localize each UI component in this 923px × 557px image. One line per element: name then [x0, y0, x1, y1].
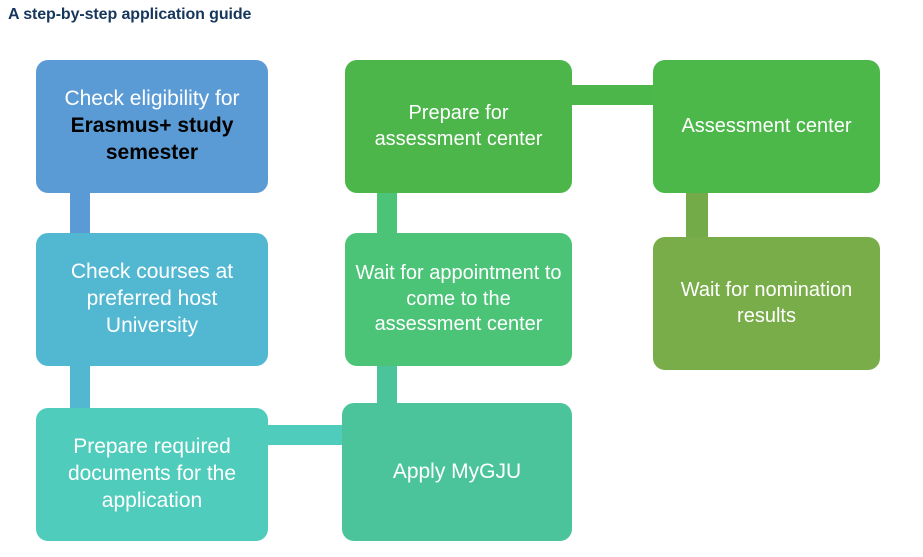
flow-node-label: Wait for appointment to come to the asse…	[355, 262, 562, 336]
flow-node-label: Apply MyGJU	[392, 459, 522, 483]
flow-node-apply-mygju[interactable]: Apply MyGJU	[342, 403, 572, 541]
connector-apply-mygju-to-wait-appointment	[377, 366, 397, 404]
flow-node-wait-appointment[interactable]: Wait for appointment to come to the asse…	[345, 233, 572, 366]
connector-prepare-to-assessment-center	[572, 85, 654, 105]
connector-documents-to-apply-mygju	[268, 425, 344, 445]
flow-node-label-line-2: Erasmus+ study	[70, 114, 234, 138]
flow-node-label: Prepare required documents for the appli…	[67, 435, 237, 512]
flow-node-label-line-1: Check eligibility for	[64, 87, 240, 111]
flow-node-label-line-3: semester	[105, 140, 199, 164]
page-title: A step-by-step application guide	[8, 6, 252, 23]
flow-node-label: Check courses at preferred host Universi…	[70, 260, 234, 337]
connector-wait-appointment-to-prepare	[377, 193, 397, 233]
connector-courses-to-documents	[70, 366, 90, 408]
flow-node-label: Assessment center	[681, 114, 852, 137]
flow-node-check-courses[interactable]: Check courses at preferred host Universi…	[36, 233, 268, 366]
flow-node-assessment-center[interactable]: Assessment center	[653, 60, 880, 193]
flow-node-label: Prepare for assessment center	[374, 101, 543, 150]
connector-eligibility-to-courses	[70, 193, 90, 233]
flow-node-prepare-assessment-center[interactable]: Prepare for assessment center	[345, 60, 572, 193]
flow-node-label: Wait for nomination results	[680, 278, 853, 327]
flow-node-prepare-documents[interactable]: Prepare required documents for the appli…	[36, 408, 268, 541]
flow-node-check-eligibility[interactable]: Check eligibility for Erasmus+ study sem…	[36, 60, 268, 193]
flow-node-wait-nomination-results[interactable]: Wait for nomination results	[653, 237, 880, 370]
connector-assessment-to-nomination	[686, 193, 708, 237]
